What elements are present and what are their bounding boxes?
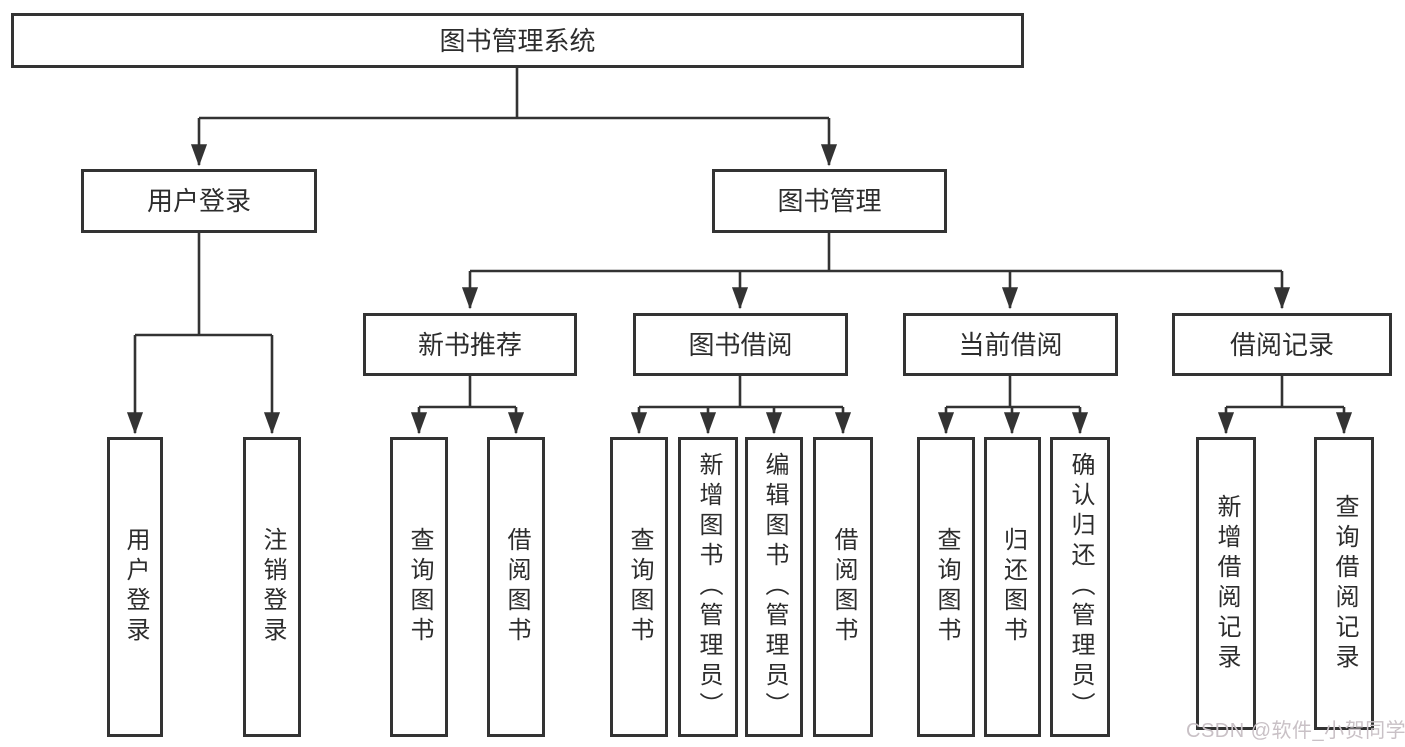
node-label: 图书管理系统 xyxy=(439,25,596,56)
node-label: 图书借阅 xyxy=(688,329,793,360)
leaf-recommend-borrow-books: 借阅图书 xyxy=(487,437,545,737)
leaf-label: 查询图书 xyxy=(406,527,433,647)
leaf-user-login: 用户登录 xyxy=(107,437,163,737)
leaf-label: 归还图书 xyxy=(999,527,1027,647)
leaf-logout: 注销登录 xyxy=(243,437,301,737)
node-borrow-records: 借阅记录 xyxy=(1172,313,1392,376)
node-label: 图书管理 xyxy=(777,186,882,216)
node-label: 借阅记录 xyxy=(1229,329,1334,360)
leaf-borrow-query-books: 查询图书 xyxy=(610,437,668,737)
leaf-current-return-books: 归还图书 xyxy=(984,437,1041,737)
leaf-recommend-query-books: 查询图书 xyxy=(390,437,448,737)
leaf-label: 注销登录 xyxy=(259,527,286,647)
node-new-book-recommend: 新书推荐 xyxy=(363,313,577,376)
node-user-login: 用户登录 xyxy=(81,169,317,233)
leaf-label: 新增图书（管理员） xyxy=(695,452,722,722)
leaf-current-query-books: 查询图书 xyxy=(917,437,975,737)
watermark: CSDN @软件_小贺同学 xyxy=(1186,720,1405,742)
node-label: 当前借阅 xyxy=(958,329,1063,360)
node-label: 用户登录 xyxy=(146,186,251,216)
leaf-label: 借阅图书 xyxy=(503,527,530,647)
leaf-current-confirm-return-admin: 确认归还（管理员） xyxy=(1050,437,1110,737)
leaf-label: 确认归还（管理员） xyxy=(1067,452,1094,722)
leaf-label: 查询图书 xyxy=(933,527,960,647)
node-book-borrow: 图书借阅 xyxy=(633,313,848,376)
leaf-label: 查询图书 xyxy=(626,527,653,647)
leaf-label: 编辑图书（管理员） xyxy=(761,452,788,722)
leaf-borrow-edit-books-admin: 编辑图书（管理员） xyxy=(745,437,803,737)
node-label: 新书推荐 xyxy=(417,329,522,360)
node-library-management-system: 图书管理系统 xyxy=(11,13,1024,68)
leaf-label: 查询借阅记录 xyxy=(1331,493,1358,674)
leaf-label: 借阅图书 xyxy=(830,527,857,647)
node-current-borrow: 当前借阅 xyxy=(903,313,1118,376)
leaf-records-query-record: 查询借阅记录 xyxy=(1314,437,1374,730)
leaf-borrow-borrow-books: 借阅图书 xyxy=(813,437,873,737)
leaf-label: 用户登录 xyxy=(122,527,149,647)
leaf-label: 新增借阅记录 xyxy=(1213,493,1240,674)
node-book-management: 图书管理 xyxy=(712,169,947,233)
leaf-records-add-record: 新增借阅记录 xyxy=(1196,437,1256,730)
leaf-borrow-add-books-admin: 新增图书（管理员） xyxy=(678,437,738,737)
